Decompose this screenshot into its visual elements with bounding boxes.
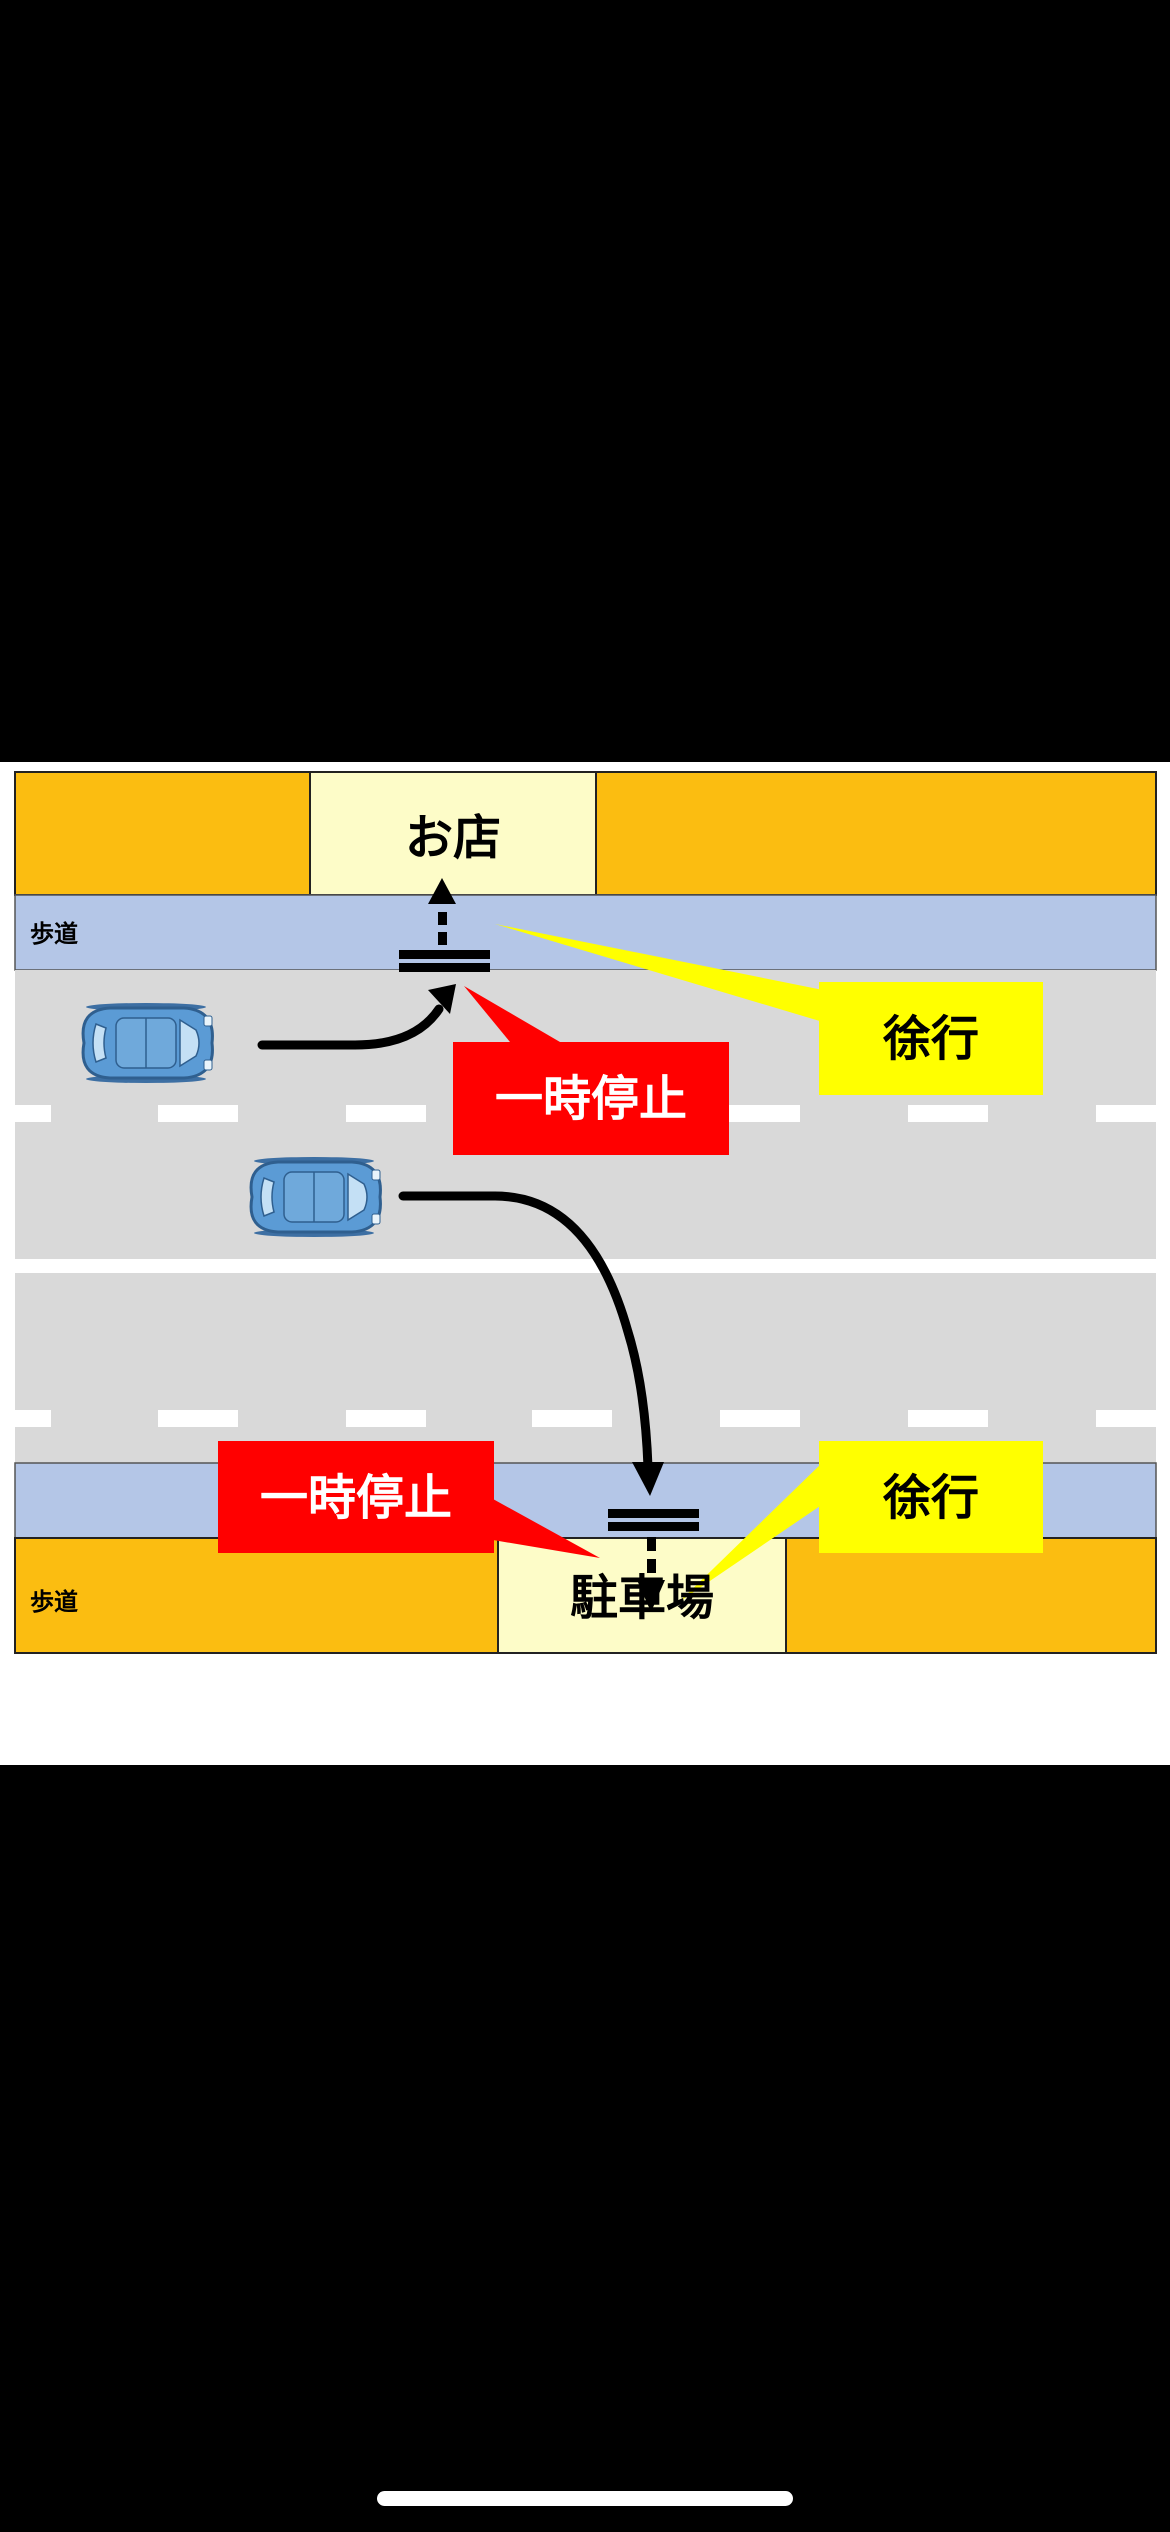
lane-marking-lower [15, 1410, 1156, 1427]
stop-callout-bottom-pointer [493, 1499, 600, 1558]
stop-label-top: 一時停止 [495, 1071, 687, 1127]
parking-arrowhead [637, 1580, 665, 1612]
building-top-right [595, 771, 1157, 896]
path-into-shop-arrowhead [428, 984, 456, 1014]
traffic-diagram: お店 駐車場 歩道 歩道 一時停止 一時停止 徐行 徐行 [0, 762, 1170, 1765]
slow-label-bottom: 徐行 [882, 1470, 979, 1526]
slow-callout-bottom-pointer [679, 1462, 823, 1602]
path-into-shop [257, 1004, 444, 1050]
stop-callout-bottom [218, 1441, 494, 1553]
home-indicator[interactable] [377, 2491, 793, 2506]
sidewalk-bottom-label: 歩道 [30, 1588, 78, 1616]
stop-line-bottom-2 [608, 1522, 699, 1531]
stop-callout-top-pointer [464, 986, 560, 1042]
slow-callout-bottom [819, 1441, 1043, 1553]
building-top-left [14, 771, 311, 896]
stop-label-bottom: 一時停止 [260, 1470, 452, 1526]
path-into-parking-arrowhead [632, 1462, 664, 1496]
path-into-parking [398, 1191, 653, 1472]
stop-line-top [399, 950, 490, 959]
stop-line-top-2 [399, 963, 490, 972]
shop-label: お店 [405, 810, 501, 866]
shop-entrance [309, 771, 597, 896]
road-divider [15, 1259, 1156, 1273]
car-icon-middle [249, 1155, 382, 1239]
building-bottom-right [785, 1537, 1157, 1654]
sidewalk-top [14, 894, 1157, 971]
car-icon-top [81, 1001, 214, 1085]
slow-callout-top-pointer [495, 924, 823, 1022]
dotted-path-shop [438, 912, 447, 945]
slow-callout-top [819, 982, 1043, 1095]
slow-label-top: 徐行 [882, 1011, 979, 1067]
sidewalk-top-label: 歩道 [30, 920, 78, 948]
building-bottom-left [14, 1537, 499, 1654]
stop-callout-top [453, 1042, 729, 1155]
dotted-path-parking [647, 1537, 656, 1573]
stop-line-bottom [608, 1509, 699, 1518]
shop-arrowhead [428, 878, 456, 904]
parking-label: 駐車場 [570, 1570, 714, 1626]
